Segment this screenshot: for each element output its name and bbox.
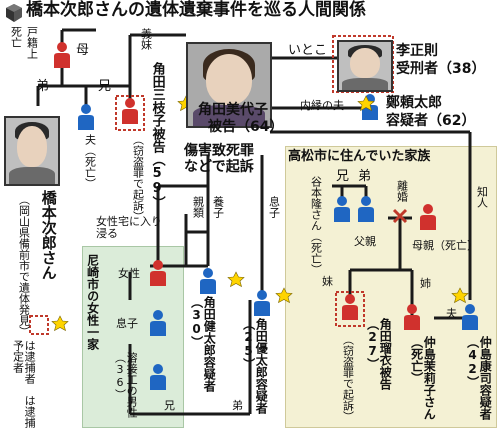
label-hahaoya: 母親（死亡） <box>412 239 478 252</box>
label-itoko: いとこ <box>288 43 328 58</box>
label-musuko: 息子 <box>116 317 138 330</box>
label-koseki: 戸籍上 <box>25 26 39 59</box>
amagasaki-family-box <box>82 246 184 428</box>
label-jiro-note: （岡山県備前市で遺体発見） <box>17 194 31 337</box>
label-lee-name: 李正則 <box>396 43 438 59</box>
star-icon <box>357 95 375 112</box>
label-otto-shibou: 夫（死亡） <box>83 134 97 189</box>
star-icon <box>451 287 469 304</box>
cube-icon <box>6 4 22 22</box>
label-musuko-top: 息子 <box>267 196 281 218</box>
label-shijin: 知人 <box>475 186 489 208</box>
label-imouto: 妹 <box>322 275 333 288</box>
person-josei-icon <box>150 260 166 286</box>
label-ani-bottom: 兄 <box>164 399 175 412</box>
label-gimai: 義妹 <box>139 28 153 50</box>
label-mieko-charge-2: などで起訴 <box>184 159 254 175</box>
label-taniguchi: 谷本隆さん（死亡） <box>309 176 323 275</box>
person-mariko-icon <box>404 304 420 330</box>
person-mother-icon <box>54 42 70 68</box>
label-yutaro: 角田優太郎容疑者（25） <box>241 318 269 414</box>
label-yoshi: 養子 <box>211 196 225 218</box>
divorce-mark <box>392 208 408 224</box>
person-kentaro-icon <box>200 268 216 294</box>
page-title: 橋本次郎さんの遺体遺棄事件を巡る人間関係 <box>26 0 366 20</box>
title-bar: 橋本次郎さんの遺体遺棄事件を巡る人間関係 <box>0 0 500 24</box>
label-takamatsu-family: 高松市に住んでいた家族 <box>288 149 431 164</box>
label-jiro-name: 橋本次郎さん <box>39 190 58 280</box>
person-yosetsu-icon <box>150 364 166 390</box>
person-musuko-icon <box>150 310 166 336</box>
person-mieko-sister-icon <box>122 98 138 124</box>
person-yutaro-icon <box>254 290 270 316</box>
label-rikon: 離婚 <box>395 180 409 202</box>
label-mariko: 仲島茉莉子さん（死亡） <box>409 336 437 420</box>
person-brother-husband-icon <box>78 104 94 130</box>
label-mieko-sister-charge: （窃盗罪で起訴） <box>131 134 145 222</box>
label-rui-charge: （窃盗罪で起訴） <box>341 334 355 422</box>
arrestee-box-rui <box>335 291 365 327</box>
label-otto-bottom: 夫 <box>446 307 457 320</box>
star-icon <box>51 315 69 332</box>
person-rui-icon <box>342 294 358 320</box>
label-ani-left: 兄 <box>98 79 112 94</box>
label-naien-no-otto: 内縁の夫 <box>300 99 344 112</box>
label-shinrui: 親類 <box>191 196 205 218</box>
person-mother-deceased-icon <box>420 204 436 230</box>
label-josei: 女性 <box>118 267 140 280</box>
label-chichioya: 父親 <box>354 235 376 248</box>
label-yosetsu: 溶接工の男性（36） <box>113 352 139 418</box>
label-mieko-sister-name: 角田三枝子被告（59） <box>149 62 165 209</box>
legend-text: は逮捕者 は逮捕予定者 <box>11 340 37 428</box>
label-yasushi: 仲島康司容疑者（42） <box>465 336 493 420</box>
person-taniguchi-icon <box>334 196 350 222</box>
photo-jiro <box>4 116 60 186</box>
label-ani-mid: 兄 <box>336 169 350 184</box>
label-lee-status: 受刑者（38） <box>396 61 486 77</box>
label-mieko-status: 被告（64） <box>208 119 284 135</box>
relation-lines <box>36 28 472 416</box>
legend-arrestee-marker <box>29 315 49 335</box>
takamatsu-family-box <box>285 146 497 428</box>
label-kentaro: 角田健太郎容疑者（30） <box>189 296 217 392</box>
photo-mieko <box>186 42 272 128</box>
person-yasushi-icon <box>462 304 478 330</box>
label-otouto-left: 弟 <box>36 79 50 94</box>
star-icon <box>275 287 293 304</box>
label-josei-taku: 女性宅に入り浸る <box>96 215 162 240</box>
person-father-icon <box>358 196 374 222</box>
label-otouto-mid: 弟 <box>358 169 372 184</box>
star-icon <box>227 271 245 288</box>
label-tei-name: 鄭頼太郎 <box>386 95 442 111</box>
label-mieko-charge-1: 傷害致死罪 <box>184 143 254 159</box>
label-amagasaki-family: 尼崎市の女性一家 <box>85 254 100 350</box>
label-haha: 母 <box>76 43 90 58</box>
label-rui-name: 角田瑠衣被告（27） <box>365 318 393 390</box>
label-otouto-bottom: 弟 <box>232 399 243 412</box>
arrestee-box-mieko-sister <box>115 95 145 131</box>
label-shibou-koseki: 死亡 <box>9 26 23 48</box>
photo-lee <box>337 40 393 92</box>
label-ane: 姉 <box>420 277 431 290</box>
arrestee-box-lee <box>332 35 394 93</box>
label-tei-status: 容疑者（62） <box>386 113 476 129</box>
label-mieko-name: 角田美代子 <box>198 102 268 118</box>
